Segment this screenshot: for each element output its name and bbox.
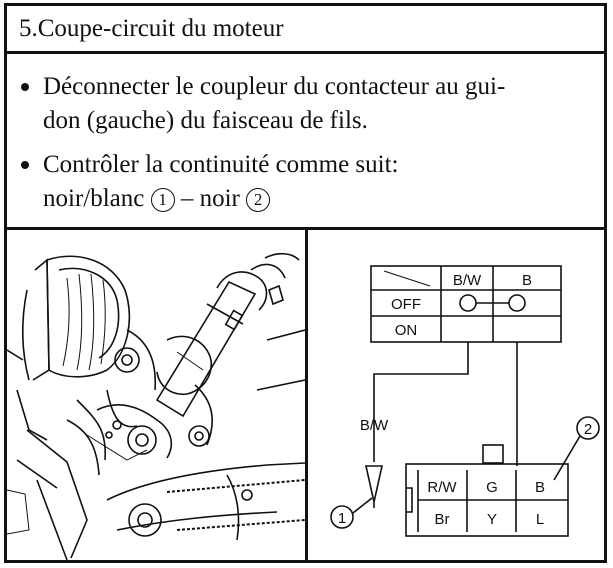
wire-color-label: noir/blanc xyxy=(43,185,145,212)
connector-pin-label: B xyxy=(535,479,545,496)
callout-number: 2 xyxy=(584,421,592,438)
connector-pin-label: L xyxy=(536,511,544,528)
wiring-diagram: B/W B OFF ON B/W 2 1 R/W G B Br Y L xyxy=(330,265,600,537)
connector-pin-label: Y xyxy=(487,511,497,528)
bullet-text: Déconnecter le coupleur du contacteur au… xyxy=(43,73,506,100)
terminal-bw-icon xyxy=(459,294,477,312)
table-col-header: B xyxy=(522,272,532,289)
bullet-continuation: don (gauche) du faisceau de fils. xyxy=(43,107,368,134)
switch-table-border xyxy=(370,265,562,343)
table-row-label: ON xyxy=(395,322,418,339)
wire-label: B/W xyxy=(360,417,389,434)
connector-pin-label: G xyxy=(486,479,498,496)
table-row-label: OFF xyxy=(391,296,421,313)
document-frame: 5.Coupe-circuit du moteur Déconnecter le… xyxy=(4,3,607,563)
callout-1-icon xyxy=(330,505,354,529)
callout-number: 1 xyxy=(338,510,346,527)
wire-color-label: – noir xyxy=(180,185,240,212)
connector-pin-label: Br xyxy=(435,511,450,528)
connector-pin-icon xyxy=(365,465,383,503)
instructions-block: Déconnecter le coupleur du contacteur au… xyxy=(7,54,604,230)
handlebar-drawing-icon xyxy=(6,252,306,561)
bullet-dot-icon xyxy=(21,161,29,169)
table-col-header: B/W xyxy=(453,272,482,289)
continuity-diagram: B/W B OFF ON B/W 2 1 R/W G B Br Y L xyxy=(308,230,604,560)
handlebar-illustration xyxy=(6,230,308,561)
section-title-bar: 5.Coupe-circuit du moteur xyxy=(7,6,604,54)
circled-number: 1 xyxy=(150,188,175,212)
callout-2-icon xyxy=(576,416,600,440)
continuity-line: noir/blanc 1 – noir 2 xyxy=(43,182,271,216)
connector-pin-label: R/W xyxy=(427,479,457,496)
terminal-b-icon xyxy=(508,294,526,312)
section-title: 5.Coupe-circuit du moteur xyxy=(19,15,284,42)
bullet-text: Contrôler la continuité comme suit: xyxy=(43,151,399,178)
circled-number: 2 xyxy=(246,188,271,212)
bullet-dot-icon xyxy=(21,83,29,91)
